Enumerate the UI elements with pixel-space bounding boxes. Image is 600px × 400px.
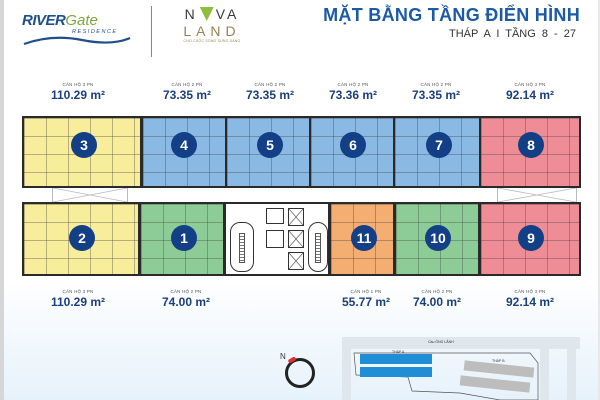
unit-label-3: CĂN HỘ 3 PN 110.29 m²: [38, 82, 118, 102]
unit-badge-6: 6: [340, 132, 366, 158]
unit-11[interactable]: 11: [329, 202, 395, 276]
unit-9[interactable]: 9: [479, 202, 581, 276]
elevator-icon: [288, 230, 304, 248]
unit-badge-4: 4: [171, 132, 197, 158]
unit-label-5: CĂN HỘ 2 PN 73.35 m²: [230, 82, 310, 102]
unit-area: 110.29 m²: [50, 295, 106, 309]
unit-type: CĂN HỘ 2 PN: [421, 289, 453, 294]
unit-area: 73.36 m²: [328, 88, 378, 102]
site-map: Cầu ÔNG LÃNH THÁP A THÁP B: [342, 337, 580, 400]
novaland-v-icon: [199, 7, 214, 21]
staircase-icon: [230, 222, 254, 272]
rivergate-logo-river: RIVER: [22, 12, 66, 29]
unit-area: 92.14 m²: [505, 88, 555, 102]
unit-type: CĂN HỘ 2 PN: [420, 82, 452, 87]
compass-icon: [285, 358, 315, 388]
unit-6[interactable]: 6: [309, 116, 395, 188]
tower-b-label: THÁP B: [492, 359, 505, 363]
unit-badge-1: 1: [171, 225, 197, 251]
unit-4[interactable]: 4: [141, 116, 227, 188]
staircase-icon: [308, 222, 328, 272]
elevator-icon: [288, 252, 304, 270]
unit-area: 73.35 m²: [245, 88, 295, 102]
unit-type: CĂN HỘ 2 PN: [170, 289, 202, 294]
compass-north-label: N: [280, 352, 286, 361]
unit-5[interactable]: 5: [225, 116, 311, 188]
unit-badge-2: 2: [69, 225, 95, 251]
tower-a-block: [360, 367, 432, 377]
unit-area: 73.35 m²: [411, 88, 461, 102]
road-right-1: [540, 337, 549, 400]
unit-badge-10: 10: [425, 225, 451, 251]
unit-badge-7: 7: [426, 132, 452, 158]
wave-icon: [23, 36, 131, 46]
unit-type: CĂN HỘ 1 PN: [350, 289, 382, 294]
corridor-void: [52, 187, 128, 203]
logo-divider: [151, 6, 152, 57]
road-left: [342, 337, 351, 400]
unit-type: CĂN HỘ 3 PN: [514, 82, 546, 87]
unit-2[interactable]: 2: [22, 202, 140, 276]
tower-a-block: [360, 354, 432, 364]
page-subtitle: THÁP A I TẦNG 8 - 27: [448, 28, 576, 40]
unit-area: 74.00 m²: [412, 295, 462, 309]
novaland-logo-va: VA: [215, 6, 240, 22]
unit-area: 73.35 m²: [162, 88, 212, 102]
unit-7[interactable]: 7: [393, 116, 481, 188]
right-frame-border: [598, 0, 600, 400]
unit-badge-3: 3: [71, 132, 97, 158]
unit-badge-9: 9: [518, 225, 544, 251]
unit-badge-11: 11: [351, 225, 377, 251]
unit-3[interactable]: 3: [22, 116, 142, 188]
road-right-2: [567, 337, 576, 400]
rivergate-logo: RIVERGate RESIDENCE: [22, 12, 132, 46]
unit-type: CĂN HỘ 3 PN: [514, 289, 546, 294]
unit-type: CĂN HỘ 2 PN: [171, 82, 203, 87]
unit-type: CĂN HỘ 2 PN: [337, 82, 369, 87]
novaland-logo-n: N: [184, 6, 198, 22]
unit-label-11: CĂN HỘ 1 PN 55.77 m²: [326, 289, 406, 309]
unit-label-8: CĂN HỘ 3 PN 92.14 m²: [490, 82, 570, 102]
unit-label-6: CĂN HỘ 2 PN 73.36 m²: [313, 82, 393, 102]
unit-label-4: CĂN HỘ 2 PN 73.35 m²: [147, 82, 227, 102]
unit-area: 110.29 m²: [50, 88, 106, 102]
unit-1[interactable]: 1: [139, 202, 225, 276]
unit-badge-5: 5: [257, 132, 283, 158]
unit-type: CĂN HỘ 2 PN: [254, 82, 286, 87]
rivergate-logo-gate: Gate: [65, 12, 98, 29]
unit-type: CĂN HỘ 3 PN: [62, 82, 94, 87]
service-room: [266, 208, 284, 224]
road-label-top: Cầu ÔNG LÃNH: [428, 340, 454, 344]
unit-type: CĂN HỘ 3 PN: [62, 289, 94, 294]
service-room: [266, 230, 284, 248]
unit-area: 92.14 m²: [505, 295, 555, 309]
novaland-logo: N VA LAND CHO CUỘC SỐNG SUNG SÁNG: [172, 6, 252, 60]
novaland-tagline: CHO CUỘC SỐNG SUNG SÁNG: [183, 39, 241, 43]
unit-badge-8: 8: [518, 132, 544, 158]
unit-label-9: CĂN HỘ 3 PN 92.14 m²: [490, 289, 570, 309]
left-frame-border: [0, 0, 4, 400]
unit-label-7: CĂN HỘ 2 PN 73.35 m²: [396, 82, 476, 102]
unit-label-10: CĂN HỘ 2 PN 74.00 m²: [397, 289, 477, 309]
novaland-logo-land: LAND: [183, 23, 241, 39]
building-core: [224, 202, 330, 276]
rivergate-logo-residence: RESIDENCE: [72, 29, 118, 35]
road-top: [342, 337, 580, 349]
unit-area: 74.00 m²: [161, 295, 211, 309]
unit-label-2: CĂN HỘ 3 PN 110.29 m²: [38, 289, 118, 309]
elevator-icon: [288, 208, 304, 226]
unit-label-1: CĂN HỘ 2 PN 74.00 m²: [146, 289, 226, 309]
unit-10[interactable]: 10: [394, 202, 480, 276]
unit-8[interactable]: 8: [479, 116, 581, 188]
unit-area: 55.77 m²: [341, 295, 391, 309]
corridor-void: [497, 187, 577, 203]
tower-a-label: THÁP A: [392, 350, 405, 354]
page-title: MẶT BẰNG TẦNG ĐIỂN HÌNH: [323, 5, 580, 25]
